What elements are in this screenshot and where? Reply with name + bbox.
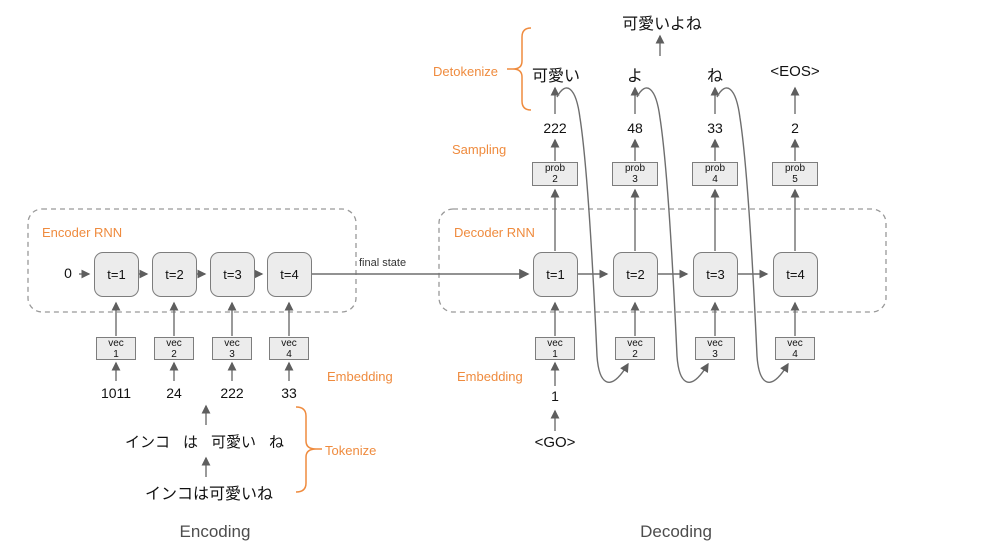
decoder-cell-t1: t=1 xyxy=(533,252,578,297)
decoder-cell-t4: t=4 xyxy=(773,252,818,297)
decoder-embedding-label: Embedding xyxy=(457,369,523,384)
decoder-rnn-label: Decoder RNN xyxy=(454,225,535,240)
decoding-section-label: Decoding xyxy=(640,522,712,541)
encoder-cell-t3: t=3 xyxy=(210,252,255,297)
encoder-cell-t1: t=1 xyxy=(94,252,139,297)
brace-group xyxy=(295,27,532,493)
encoder-cell-t4: t=4 xyxy=(267,252,312,297)
decoder-dashed-box xyxy=(438,208,887,313)
source-token: は xyxy=(183,434,199,451)
sampled-id-2: 48 xyxy=(627,120,643,136)
encoder-token-id-4: 33 xyxy=(281,385,297,401)
encoder-token-id-1: 1011 xyxy=(100,385,132,401)
tokenize-brace xyxy=(295,406,322,493)
output-token-eos: <EOS> xyxy=(770,63,820,80)
go-token-id: 1 xyxy=(551,388,559,404)
final-state-label: final state xyxy=(359,257,407,269)
output-sentence: 可愛いよね xyxy=(622,16,702,33)
arrow-group xyxy=(79,34,800,477)
source-token: 可愛い xyxy=(211,434,257,451)
go-token: <GO> xyxy=(534,434,576,451)
encoder-token-id-2: 24 xyxy=(166,385,182,401)
decoder-cell-t3: t=3 xyxy=(693,252,738,297)
source-token: ね xyxy=(269,434,285,451)
sampled-id-3: 33 xyxy=(707,120,723,136)
raw-sentence: インコは可愛いね xyxy=(145,486,274,503)
output-token-3: ね xyxy=(706,68,724,85)
encoder-rnn-label: Encoder RNN xyxy=(42,225,123,240)
feedback-curve-2 xyxy=(636,87,709,383)
feedback-curve-3 xyxy=(716,87,789,383)
output-token-2: よ xyxy=(626,68,644,85)
decoder-cell-t2: t=2 xyxy=(613,252,658,297)
encoding-section-label: Encoding xyxy=(179,522,251,541)
sampling-label: Sampling xyxy=(452,142,507,157)
sampled-id-4: 2 xyxy=(791,120,799,136)
encoder-token-id-3: 222 xyxy=(220,385,244,401)
detokenize-brace xyxy=(507,27,532,111)
encoder-embedding-label: Embedding xyxy=(327,369,393,384)
sampled-id-1: 222 xyxy=(543,120,567,136)
encoder-cell-t2: t=2 xyxy=(152,252,197,297)
feedback-curve-1 xyxy=(556,87,629,383)
detokenize-label: Detokenize xyxy=(433,64,499,79)
tokenize-label: Tokenize xyxy=(325,443,377,458)
encoder-dashed-box xyxy=(27,208,357,313)
output-token-1: 可愛い xyxy=(531,68,581,85)
encoder-initial-state: 0 xyxy=(64,265,72,281)
source-token: インコ xyxy=(125,434,171,451)
tokenized-sentence: インコ は 可愛い ね xyxy=(125,431,284,452)
